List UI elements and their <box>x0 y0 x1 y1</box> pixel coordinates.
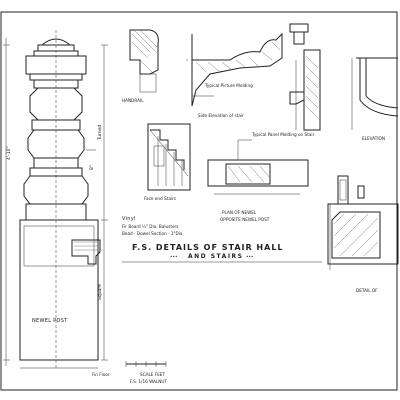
dim-left: 4'-10" <box>6 146 12 160</box>
plan-of-newel <box>207 139 309 195</box>
label-side-elevation: Side Elevation of stair <box>198 113 244 118</box>
label-handrail: HANDRAIL <box>122 98 144 103</box>
right-small-details <box>327 175 399 270</box>
newel-dimensions <box>3 38 108 369</box>
scale-label: SCALE FEET <box>140 372 165 377</box>
dim-turned: Turned <box>97 125 103 141</box>
sheet-border <box>0 11 398 391</box>
vinyl-heading: Vinyl <box>122 216 136 222</box>
baseboard-section <box>289 49 321 131</box>
vinyl-line1: Fir Board ½" Dia. Balusters <box>122 224 178 229</box>
newel-post-elevation <box>19 30 101 370</box>
label-typical-molding: Typical Picture Molding <box>204 83 253 88</box>
title-dots-left: ••• <box>170 254 177 259</box>
profile-small <box>289 23 309 45</box>
stair-section <box>147 123 191 191</box>
label-detail: DETAIL OF <box>356 288 378 293</box>
label-elevation: ELEVATION <box>362 136 385 141</box>
title-dots-right: ••• <box>246 254 253 259</box>
crown-molding-detail <box>186 32 283 107</box>
handrail-detail <box>129 29 159 93</box>
scale-bar <box>125 361 167 367</box>
label-face-end: Face end Stairs <box>144 196 176 201</box>
sheet-subtitle: AND STAIRS <box>188 253 244 260</box>
dim-square: Square <box>97 284 103 300</box>
sheet-title: F.S. DETAILS OF STAIR HALL <box>132 243 284 252</box>
dim-8in: 8" <box>89 165 95 170</box>
label-typical-panel: Typical Panel Molding on Stair <box>251 132 315 137</box>
scale-note: F.S. 1/16 WALNUT <box>130 379 167 384</box>
label-plan-newel: PLAN OF NEWEL <box>222 210 257 215</box>
newel-post-label: NEWEL POST <box>32 318 68 324</box>
note-fin-floor: Fin Floor <box>92 372 110 377</box>
right-elevation <box>351 57 399 130</box>
label-opposite-newel: OPPOSITE NEWEL POST <box>220 217 270 222</box>
vinyl-line2: Bead - Dowel Section - 1"Dia <box>122 231 183 236</box>
